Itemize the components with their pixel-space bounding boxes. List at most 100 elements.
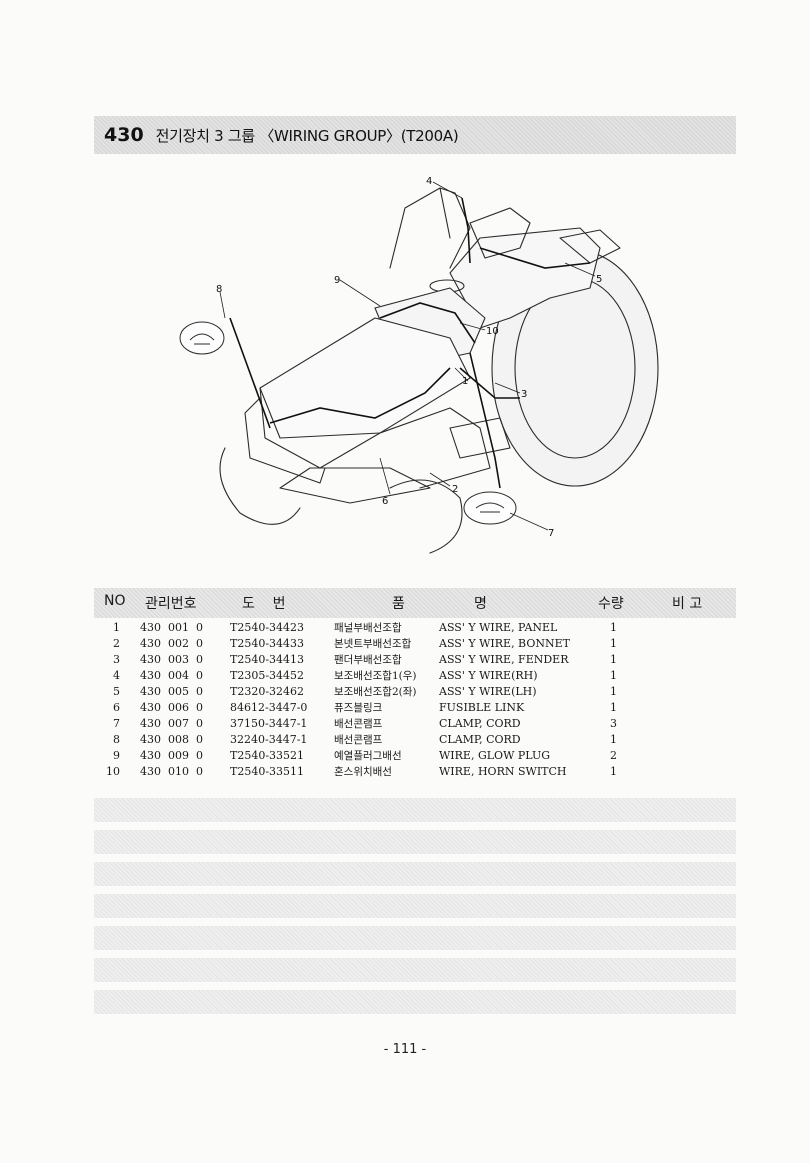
cell-name-kr: 예열플러그배선 [334, 750, 402, 762]
cell-quantity: 1 [610, 701, 617, 714]
wire-lh [479, 247, 591, 269]
halftone-stripe [94, 894, 736, 918]
cell-management-no: 430 006 0 [140, 701, 203, 714]
wire-fender [459, 367, 520, 399]
cell-name-en: ASS' Y WIRE, FENDER [439, 653, 569, 666]
wire-panel [379, 302, 476, 344]
battery [449, 417, 511, 459]
callout-4: 4 [426, 176, 432, 187]
cell-no: 3 [113, 653, 120, 666]
cell-no: 8 [113, 733, 120, 746]
col-header-quantity: 수량 [598, 596, 624, 612]
cell-no: 7 [113, 717, 120, 730]
table-row: 2 430 002 0 T2540-34433 본넷트부배선조합 ASS' Y … [0, 636, 810, 652]
callout-3: 3 [521, 389, 527, 400]
rear-fender [449, 227, 601, 329]
table-row: 10 430 010 0 T2540-33511 혼스위치배선 WIRE, HO… [0, 764, 810, 780]
callout-2: 2 [452, 484, 458, 495]
table-row: 7 430 007 0 37150-3447-1 배선콘램프 CLAMP, CO… [0, 716, 810, 732]
cell-drawing-no: 32240-3447-1 [230, 733, 308, 746]
col-header-drawing-no: 도 번 [242, 596, 286, 612]
page-number: - 111 - [383, 1042, 427, 1057]
cell-quantity: 1 [610, 669, 617, 682]
clamp-detail-7 [463, 491, 517, 525]
chassis [379, 407, 491, 489]
cell-name-kr: 팬더부배선조합 [334, 654, 402, 666]
front-wheel-right [389, 479, 463, 554]
col-header-no: NO [104, 593, 126, 609]
halftone-stripe [94, 862, 736, 886]
cell-name-kr: 본넷트부배선조합 [334, 638, 412, 650]
cell-drawing-no: T2540-33511 [230, 765, 305, 778]
clamp-icon-7 [475, 502, 505, 513]
cell-name-en: WIRE, HORN SWITCH [439, 765, 567, 778]
cell-quantity: 1 [610, 637, 617, 650]
cell-drawing-no: T2540-34423 [230, 621, 305, 634]
cell-quantity: 1 [610, 653, 617, 666]
callout-6: 6 [382, 496, 388, 507]
wire-bonnet [269, 367, 451, 424]
front-wheel-left [219, 447, 301, 525]
wire-rh [461, 197, 471, 264]
cell-management-no: 430 009 0 [140, 749, 203, 762]
halftone-stripe [94, 958, 736, 982]
cell-name-kr: 배선콘램프 [334, 734, 383, 746]
section-header: 430 전기장치 3 그룹 〈WIRING GROUP〉(T200A) [104, 124, 459, 148]
cell-management-no: 430 001 0 [140, 621, 203, 634]
section-title: 전기장치 3 그룹 〈WIRING GROUP〉(T200A) [155, 127, 459, 145]
cell-quantity: 1 [610, 733, 617, 746]
callout-5: 5 [596, 274, 602, 285]
rops-frame [389, 187, 471, 269]
cell-name-kr: 퓨즈블링크 [334, 702, 383, 714]
table-row: 6 430 006 0 84612-3447-0 퓨즈블링크 FUSIBLE L… [0, 700, 810, 716]
cell-no: 10 [106, 765, 120, 778]
front-axle [279, 467, 431, 504]
cell-name-en: ASS' Y WIRE(RH) [439, 669, 538, 682]
cell-name-en: FUSIBLE LINK [439, 701, 525, 714]
clamp-icon-8 [189, 333, 215, 345]
cell-no: 5 [113, 685, 120, 698]
table-header-band [94, 588, 736, 618]
table-row: 1 430 001 0 T2540-34423 패널부배선조합 ASS' Y W… [0, 620, 810, 636]
left-fender-right [559, 229, 621, 264]
cell-no: 1 [113, 621, 120, 634]
cell-management-no: 430 002 0 [140, 637, 203, 650]
cell-quantity: 1 [610, 685, 617, 698]
bonnet-side [259, 387, 381, 469]
cell-drawing-no: T2540-34433 [230, 637, 305, 650]
table-row: 9 430 009 0 T2540-33521 예열플러그배선 WIRE, GL… [0, 748, 810, 764]
halftone-stripe [94, 830, 736, 854]
cell-name-en: ASS' Y WIRE(LH) [439, 685, 537, 698]
cell-drawing-no: T2540-33521 [230, 749, 305, 762]
table-row: 5 430 005 0 T2320-32462 보조배선조합2(좌) ASS' … [0, 684, 810, 700]
grille [244, 397, 326, 484]
callout-7: 7 [548, 528, 554, 539]
cell-management-no: 430 007 0 [140, 717, 203, 730]
cell-name-en: CLAMP, CORD [439, 733, 521, 746]
cell-management-no: 430 005 0 [140, 685, 203, 698]
cell-drawing-no: T2540-34413 [230, 653, 305, 666]
cell-management-no: 430 003 0 [140, 653, 203, 666]
cell-no: 9 [113, 749, 120, 762]
callout-10: 10 [486, 326, 499, 337]
table-row: 3 430 003 0 T2540-34413 팬더부배선조합 ASS' Y W… [0, 652, 810, 668]
cell-quantity: 1 [610, 621, 617, 634]
halftone-stripe [94, 990, 736, 1014]
cell-management-no: 430 008 0 [140, 733, 203, 746]
cell-name-en: WIRE, GLOW PLUG [439, 749, 551, 762]
seat [469, 207, 531, 259]
cell-name-en: CLAMP, CORD [439, 717, 521, 730]
cell-management-no: 430 004 0 [140, 669, 203, 682]
cell-drawing-no: T2320-32462 [230, 685, 305, 698]
callout-1: 1 [462, 376, 468, 387]
cell-name-kr: 보조배선조합2(좌) [334, 686, 417, 698]
cell-name-en: ASS' Y WIRE, BONNET [439, 637, 570, 650]
cell-drawing-no: 84612-3447-0 [230, 701, 308, 714]
cell-no: 6 [113, 701, 120, 714]
halftone-stripe [94, 926, 736, 950]
cell-quantity: 2 [610, 749, 617, 762]
section-number: 430 [104, 124, 144, 146]
cell-quantity: 3 [610, 717, 617, 730]
cell-no: 4 [113, 669, 120, 682]
callout-8: 8 [216, 284, 222, 295]
